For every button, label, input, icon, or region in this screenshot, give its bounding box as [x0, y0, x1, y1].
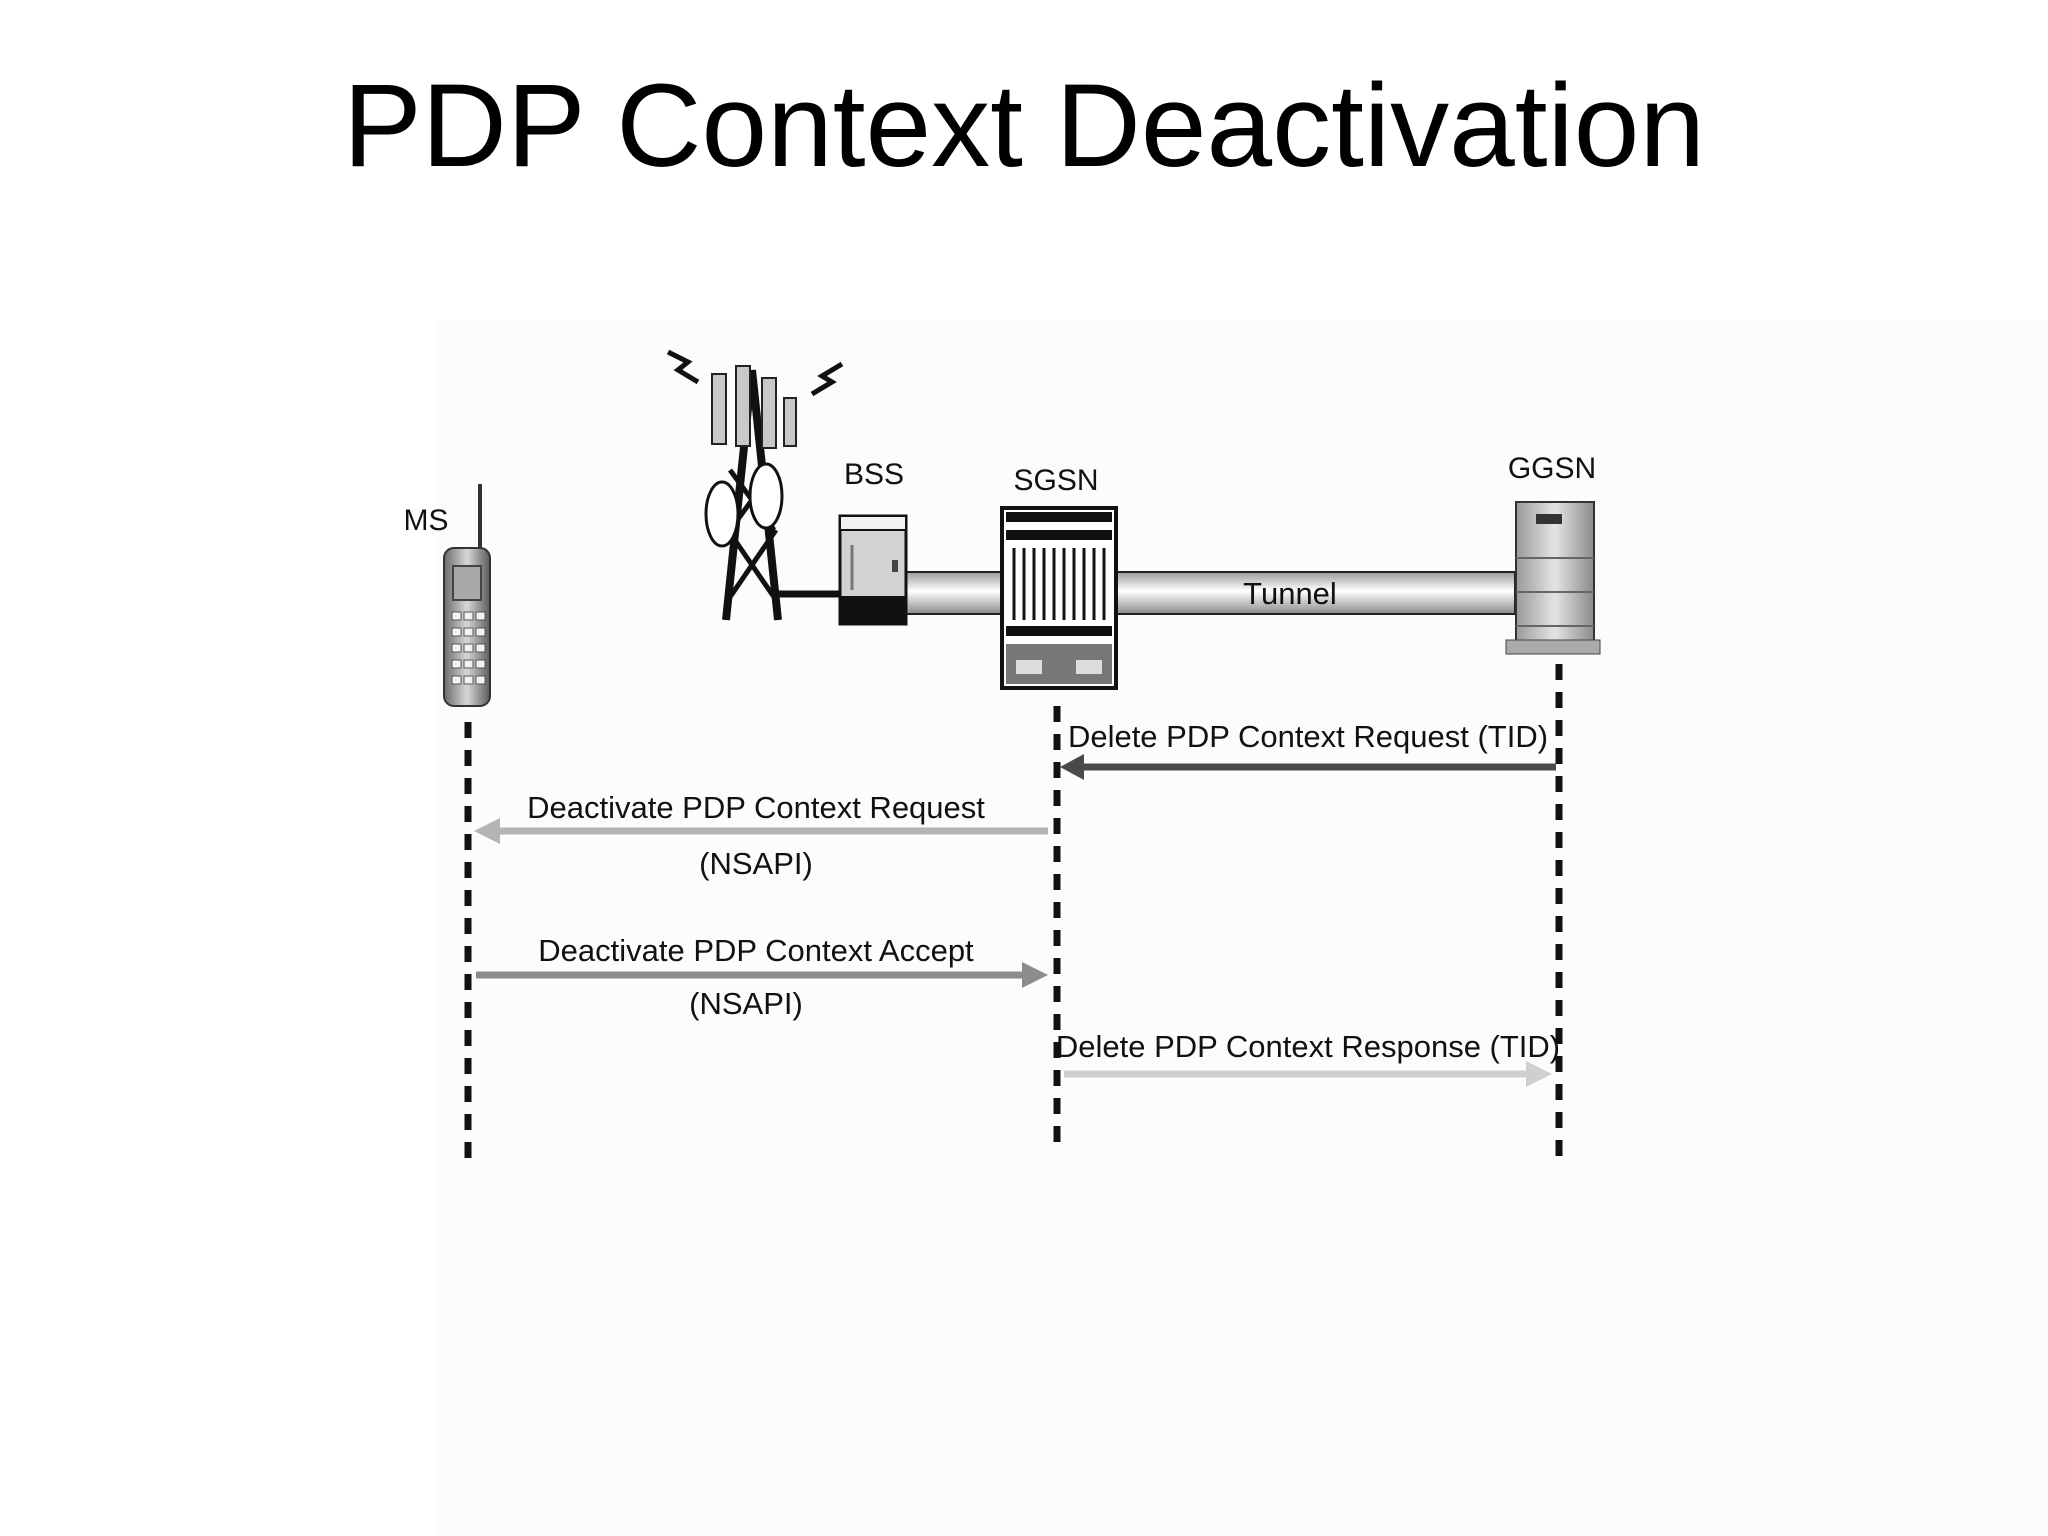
bss-equipment-icon — [838, 514, 908, 626]
message-deactivate-accept: Deactivate PDP Context Accept (NSAPI) — [476, 933, 1048, 1021]
bss-label: BSS — [844, 458, 904, 491]
slide-title: PDP Context Deactivation — [342, 60, 1706, 192]
figure-background — [434, 320, 2048, 1536]
sgsn-label: SGSN — [1013, 464, 1098, 497]
message-deactivate-accept-label: Deactivate PDP Context Accept — [538, 933, 974, 968]
mobile-phone-icon — [443, 484, 491, 707]
ms-label: MS — [404, 504, 449, 537]
message-delete-response: Delete PDP Context Response (TID) — [1056, 1029, 1560, 1087]
message-deactivate-request-label: Deactivate PDP Context Request — [527, 790, 985, 825]
message-deactivate-request-sublabel: (NSAPI) — [699, 846, 813, 881]
message-delete-response-label: Delete PDP Context Response (TID) — [1056, 1029, 1560, 1064]
tunnel-label: Tunnel — [1243, 576, 1337, 611]
sgsn-rack-icon — [1000, 506, 1118, 690]
lifelines — [464, 664, 1563, 1160]
tunnel: Tunnel — [904, 571, 1516, 615]
ggsn-label: GGSN — [1508, 452, 1596, 485]
ggsn-server-icon — [1505, 501, 1601, 655]
message-delete-request: Delete PDP Context Request (TID) — [1060, 719, 1556, 780]
message-deactivate-request: Deactivate PDP Context Request (NSAPI) — [474, 790, 1048, 881]
message-deactivate-accept-sublabel: (NSAPI) — [689, 986, 803, 1021]
message-delete-request-label: Delete PDP Context Request (TID) — [1068, 719, 1548, 754]
cell-tower-icon — [666, 349, 844, 621]
